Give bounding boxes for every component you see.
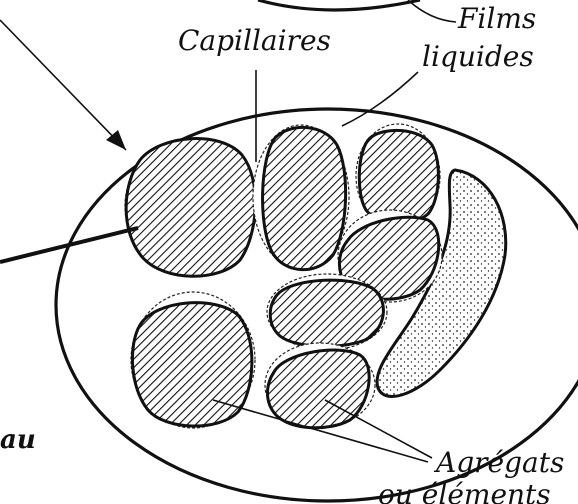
aggregate-top-middle	[253, 125, 349, 270]
leader-films-top	[408, 0, 456, 22]
leader-left-arrow	[0, 20, 126, 150]
leader-agregats-2	[325, 400, 432, 458]
aggregate-top-left	[125, 138, 257, 276]
aggregate-bottom-left	[131, 292, 255, 428]
label-agregats-line2: ou éléments	[378, 478, 551, 504]
aggregate-center	[267, 274, 387, 350]
label-films-line1: Films	[457, 2, 536, 35]
upper-circle-arc	[258, 0, 420, 10]
label-films-line2: liquides	[422, 40, 534, 73]
label-agregats-line1: Agrégats	[433, 446, 564, 479]
label-eau-fragment: au	[0, 425, 36, 455]
aggregate-bottom-right	[265, 343, 375, 428]
label-capillaires: Capillaires	[178, 24, 331, 57]
leader-eau	[0, 228, 138, 262]
